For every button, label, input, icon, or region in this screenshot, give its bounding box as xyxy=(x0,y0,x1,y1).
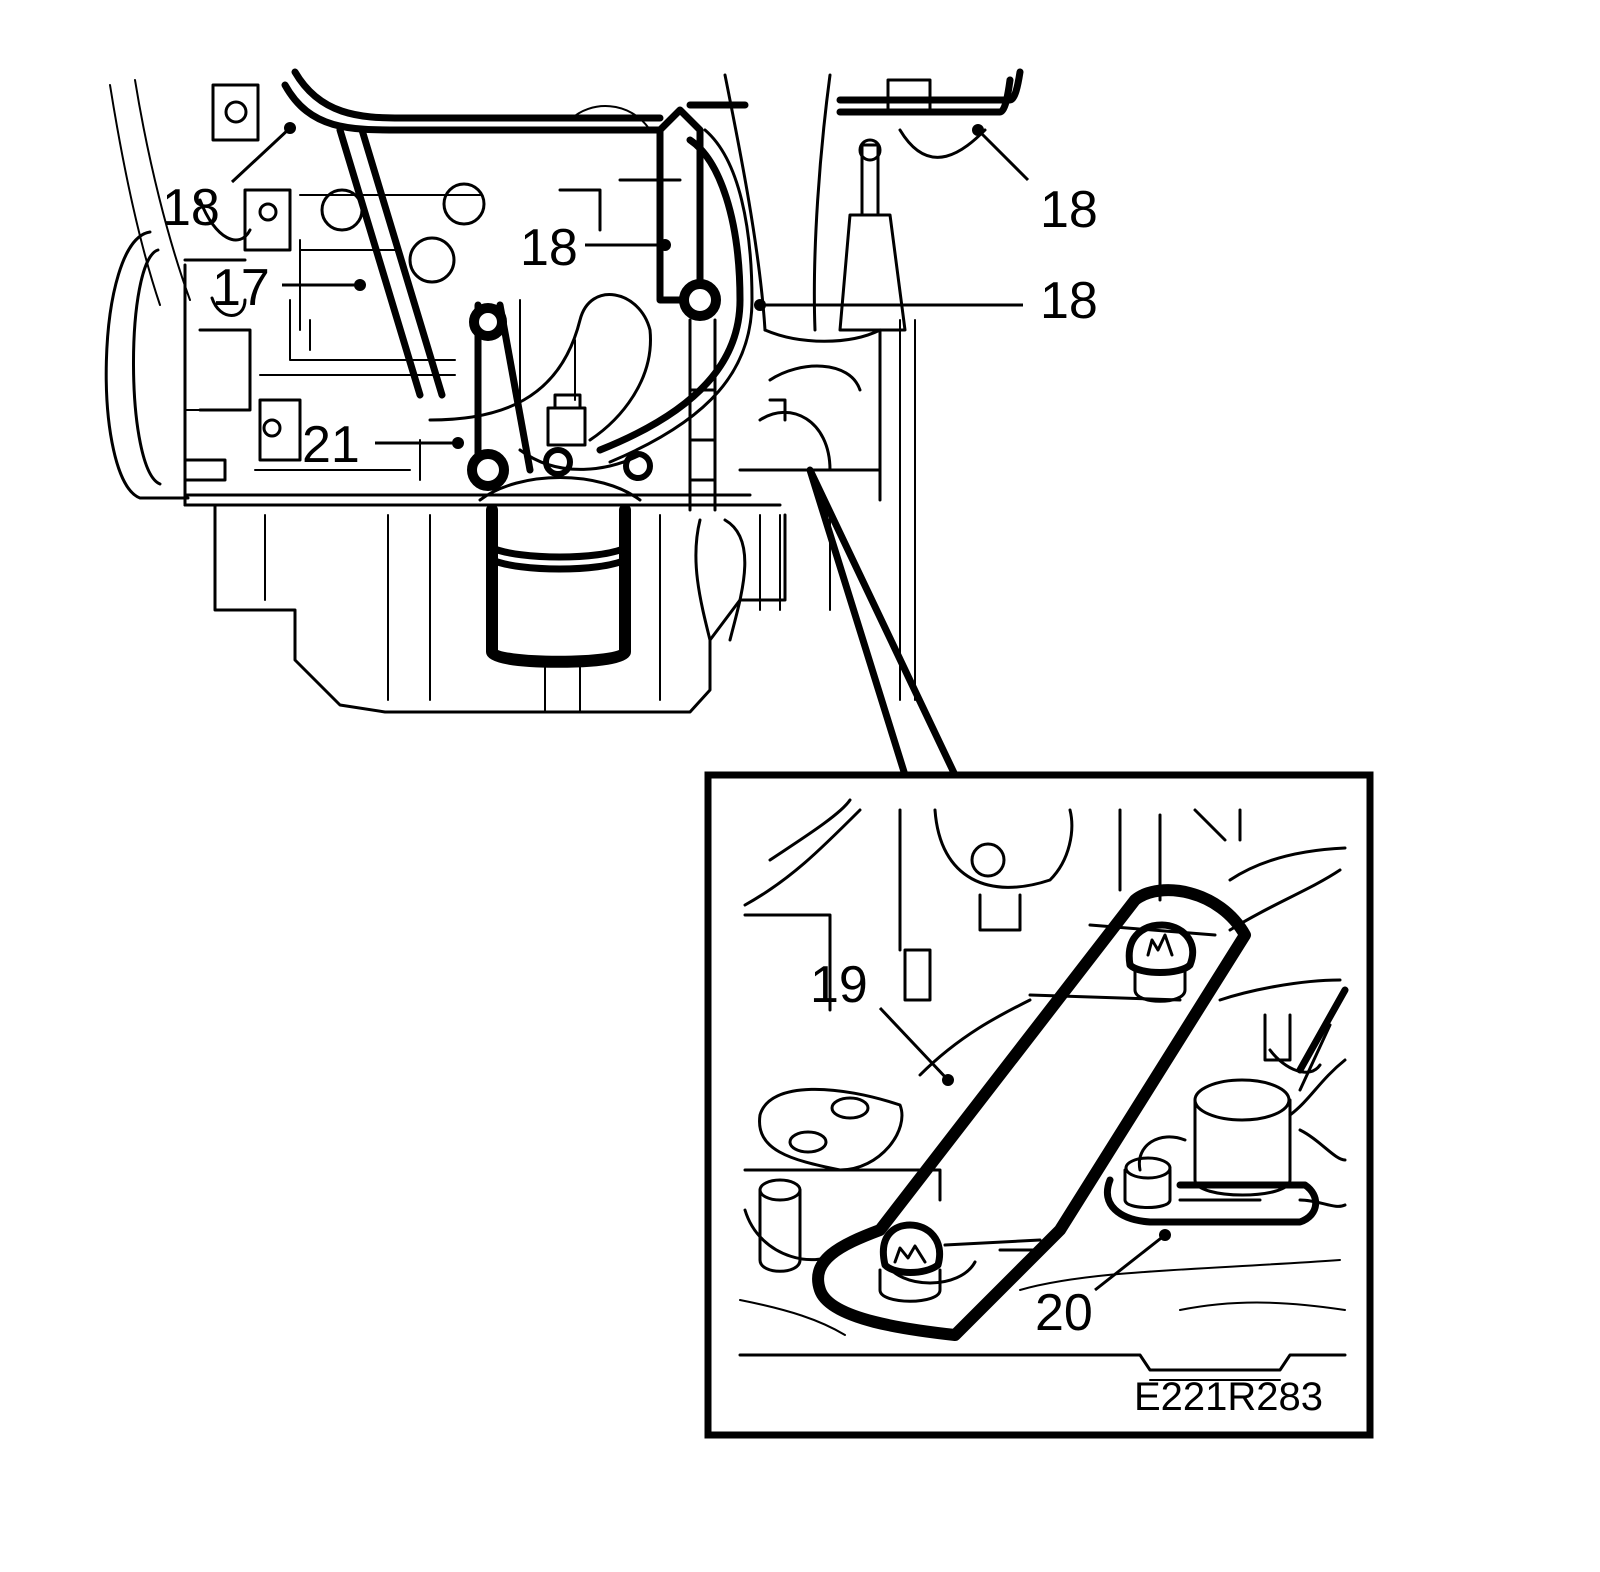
callout-17: 17 xyxy=(212,259,270,317)
callout-18-top-left: 18 xyxy=(162,179,220,237)
callout-18-top-right: 18 xyxy=(1040,181,1098,239)
callout-18-right: 18 xyxy=(1040,272,1098,330)
callout-21: 21 xyxy=(302,416,360,474)
callout-19: 19 xyxy=(810,956,868,1014)
zoom-pointer xyxy=(806,466,959,779)
callout-labels: 18 17 18 18 18 21 19 20 E221R283 xyxy=(162,179,1323,1419)
callout-18-center: 18 xyxy=(520,219,578,277)
detail-inset xyxy=(704,771,1374,1439)
figure-reference-code: E221R283 xyxy=(1134,1375,1323,1419)
engine-block-view xyxy=(104,68,1024,714)
callout-20: 20 xyxy=(1035,1284,1093,1342)
callout-leaders xyxy=(230,122,1171,1292)
